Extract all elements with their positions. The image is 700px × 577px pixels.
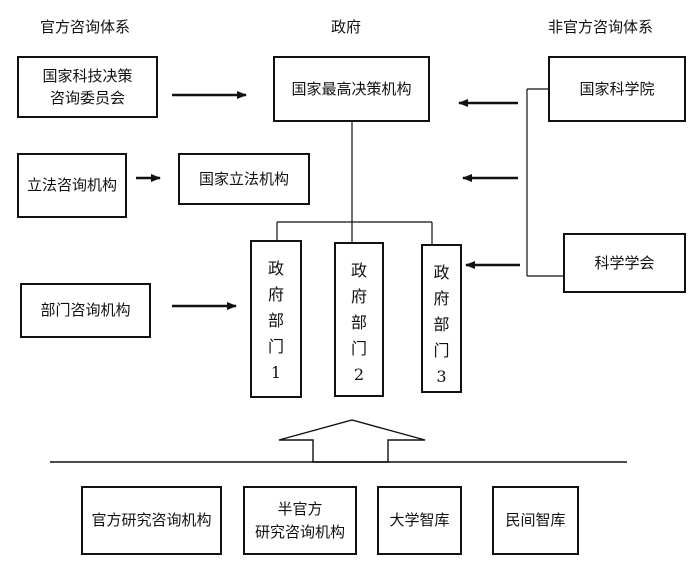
box-legislature: 国家立法机构 bbox=[178, 153, 310, 205]
box-semi-official-line2: 研究咨询机构 bbox=[254, 522, 345, 541]
dept-box-1: 政 府 部 门 1 bbox=[250, 240, 302, 398]
header-unofficial: 非官方咨询体系 bbox=[548, 18, 654, 36]
dept-1-char: 政 bbox=[267, 259, 284, 278]
box-supreme: 国家最高决策机构 bbox=[273, 56, 430, 122]
box-tech-committee-line1: 国家科技决策 bbox=[42, 66, 133, 85]
box-semi-official-line1: 半官方 bbox=[277, 500, 323, 518]
dept-2-char: 部 bbox=[350, 313, 367, 332]
dept-1-char: 府 bbox=[267, 285, 284, 304]
dept-2-char: 2 bbox=[353, 365, 365, 384]
header-government: 政府 bbox=[331, 18, 362, 36]
box-official-research: 官方研究咨询机构 bbox=[81, 486, 222, 555]
dept-box-2: 政 府 部 门 2 bbox=[334, 242, 384, 397]
box-academy: 国家科学院 bbox=[548, 56, 686, 122]
box-society: 科学学会 bbox=[563, 233, 686, 293]
dept-2-char: 府 bbox=[350, 287, 367, 306]
box-legis-consult: 立法咨询机构 bbox=[17, 153, 127, 218]
box-private: 民间智库 bbox=[492, 486, 579, 555]
box-tech-committee: 国家科技决策 咨询委员会 bbox=[17, 56, 158, 118]
box-tech-committee-line2: 咨询委员会 bbox=[49, 89, 125, 107]
dept-1-char: 门 bbox=[267, 337, 284, 356]
dept-1-char: 1 bbox=[270, 363, 282, 382]
dept-3-char: 部 bbox=[433, 315, 450, 334]
dept-1-char: 部 bbox=[267, 311, 284, 330]
box-dept-consult: 部门咨询机构 bbox=[20, 283, 151, 338]
box-semi-official: 半官方 研究咨询机构 bbox=[243, 486, 357, 555]
big-up-arrow bbox=[278, 419, 426, 463]
dept-3-char: 门 bbox=[433, 341, 450, 360]
header-official: 官方咨询体系 bbox=[40, 18, 131, 36]
dept-3-char: 府 bbox=[433, 289, 450, 308]
dept-box-3: 政 府 部 门 3 bbox=[421, 244, 462, 393]
box-university: 大学智库 bbox=[377, 486, 462, 555]
dept-2-char: 门 bbox=[350, 339, 367, 358]
dept-2-char: 政 bbox=[350, 261, 367, 280]
dept-3-char: 3 bbox=[436, 367, 447, 386]
dept-3-char: 政 bbox=[433, 263, 450, 282]
